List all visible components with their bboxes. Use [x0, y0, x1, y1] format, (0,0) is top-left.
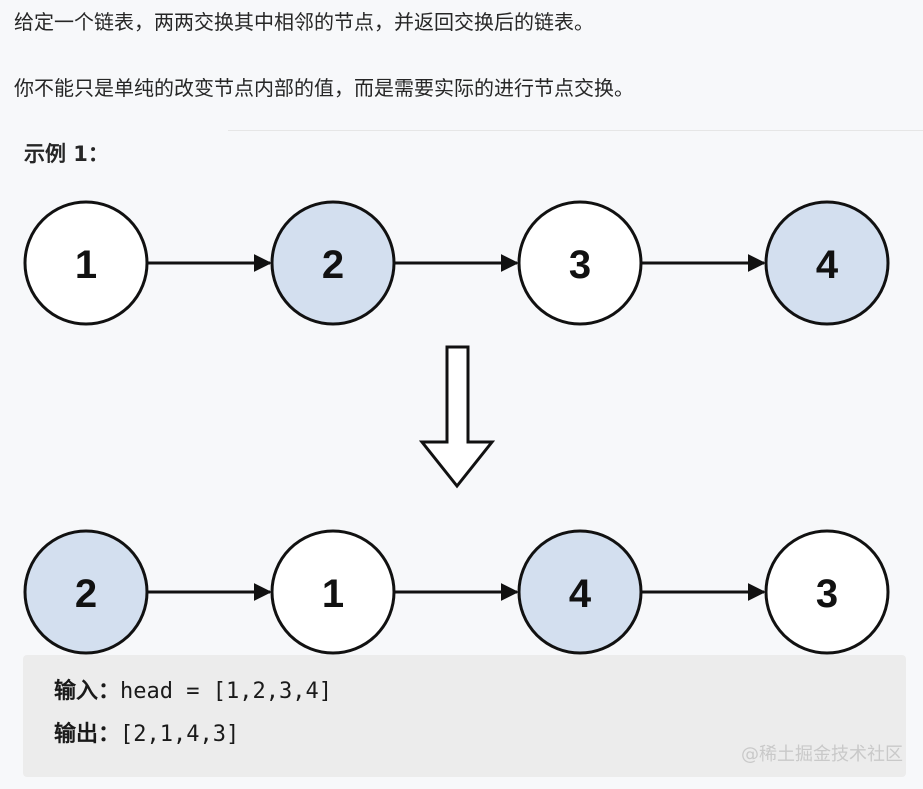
before-node-1: 1	[23, 200, 149, 326]
watermark: @稀土掘金技术社区	[741, 744, 903, 765]
output-label: 输出：	[54, 722, 121, 747]
before-node-2: 2	[270, 200, 396, 326]
before-node-3-label: 3	[569, 243, 591, 287]
before-node-2-label: 2	[322, 243, 344, 287]
after-node-4-label: 3	[816, 572, 838, 616]
after-node-2-label: 1	[322, 572, 344, 616]
linked-list-diagram: 1 2 3 4 2 1 4	[23, 200, 890, 655]
description-line-1: 给定一个链表，两两交换其中相邻的节点，并返回交换后的链表。	[14, 10, 594, 34]
after-node-4: 3	[764, 529, 890, 655]
after-node-3: 4	[517, 529, 643, 655]
transform-arrow-icon	[418, 345, 496, 489]
before-node-1-label: 1	[75, 243, 97, 287]
before-node-4: 4	[764, 200, 890, 326]
after-node-1-label: 2	[75, 572, 97, 616]
before-list: 1 2 3 4	[23, 200, 890, 326]
after-list: 2 1 4 3	[23, 529, 890, 655]
after-node-3-label: 4	[569, 572, 592, 616]
before-node-4-label: 4	[816, 243, 839, 287]
output-line: 输出：[2,1,4,3]	[54, 720, 239, 750]
input-value: head = [1,2,3,4]	[120, 679, 332, 704]
divider	[228, 130, 923, 131]
after-node-2: 1	[270, 529, 396, 655]
input-label: 输入：	[54, 679, 121, 704]
example-code-block: 输入：head = [1,2,3,4] 输出：[2,1,4,3]	[23, 655, 906, 777]
after-node-1: 2	[23, 529, 149, 655]
input-line: 输入：head = [1,2,3,4]	[54, 677, 332, 707]
description-line-2: 你不能只是单纯的改变节点内部的值，而是需要实际的进行节点交换。	[14, 76, 634, 100]
output-value: [2,1,4,3]	[120, 722, 240, 747]
before-node-3: 3	[517, 200, 643, 326]
example-title: 示例 1：	[24, 142, 109, 166]
